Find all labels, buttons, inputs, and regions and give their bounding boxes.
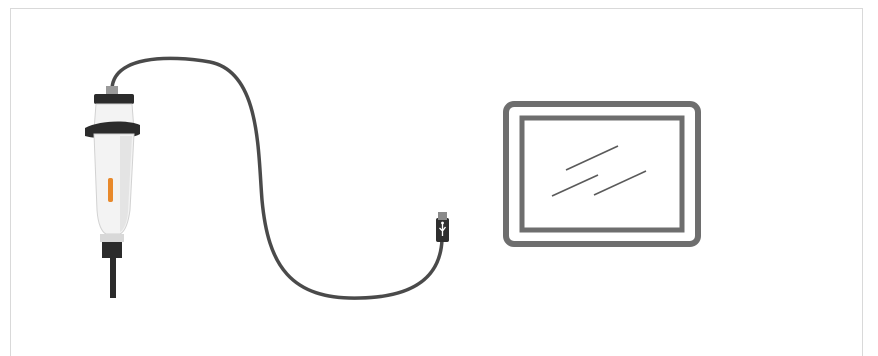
usb-cable-icon [112,58,442,298]
usb-connector-icon [436,212,449,242]
handheld-scanner-icon [85,86,140,298]
tablet-icon [506,104,698,244]
